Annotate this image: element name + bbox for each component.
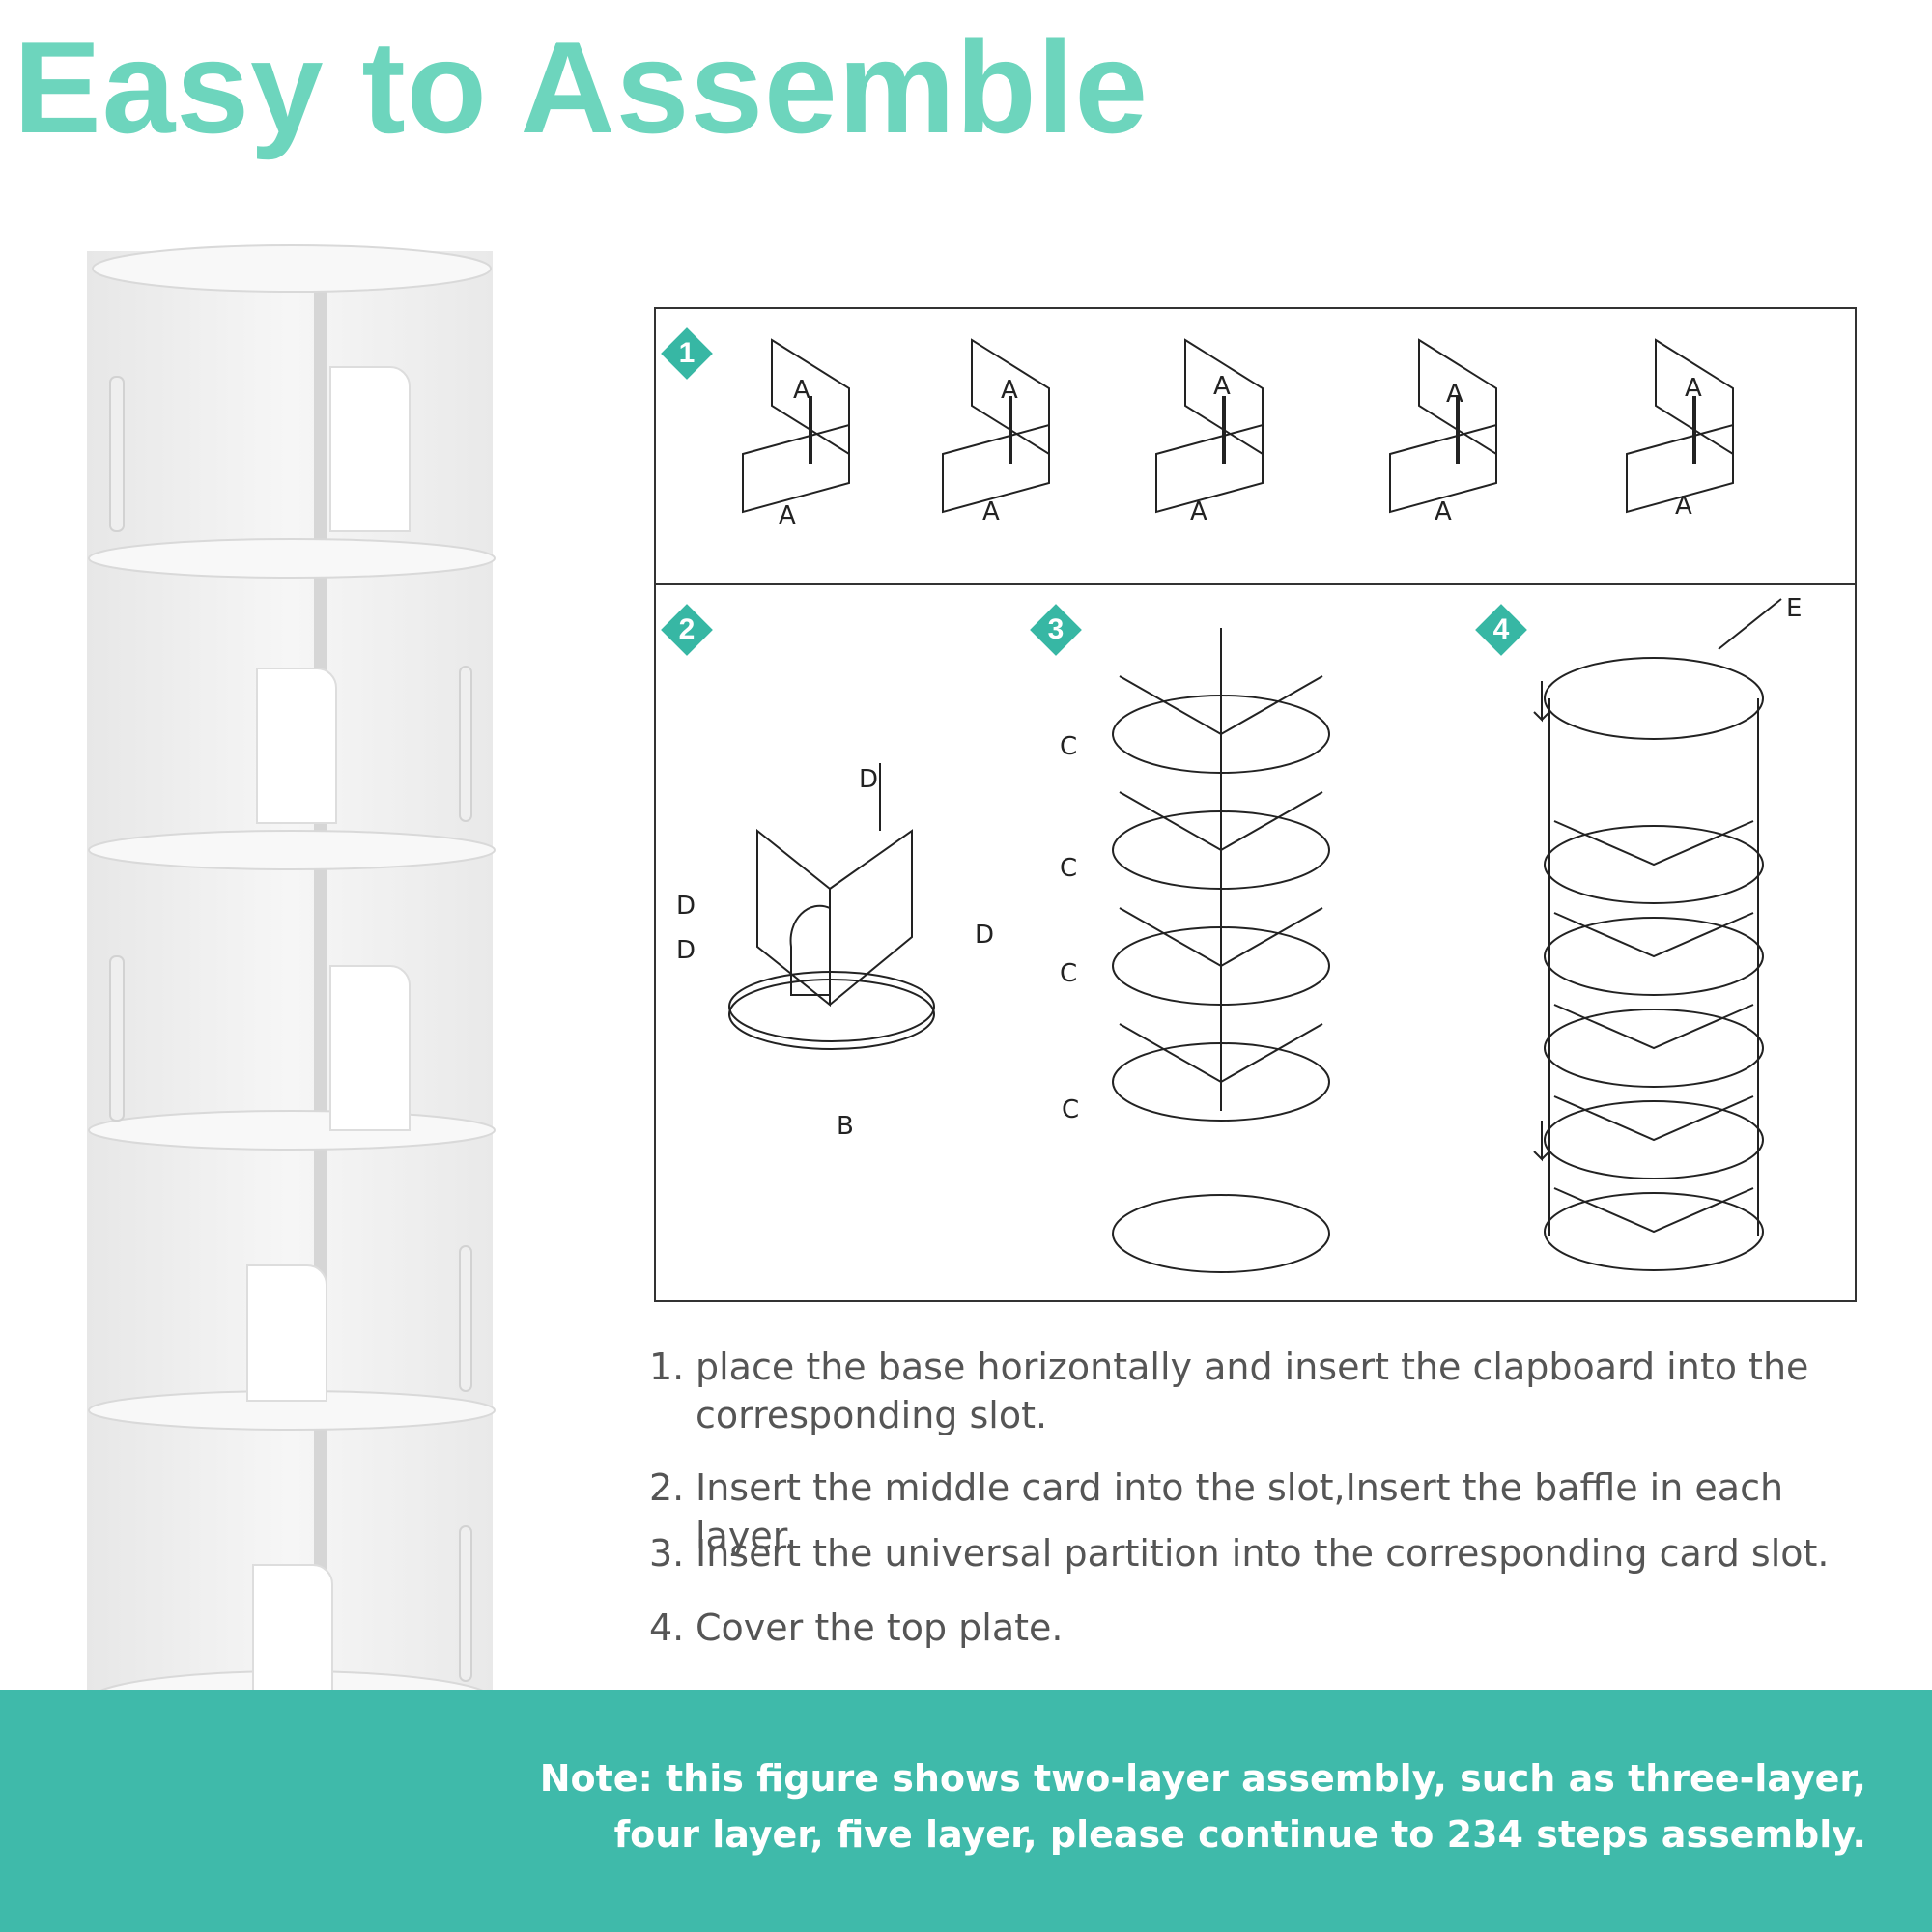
part-label-a: A	[1685, 374, 1702, 403]
instruction-step: 3. Insert the universal partition into t…	[649, 1529, 1895, 1577]
part-label-a: A	[1213, 372, 1231, 401]
part-label-a: A	[1001, 376, 1018, 405]
instruction-text: Cover the top plate.	[696, 1606, 1064, 1649]
instruction-text: place the base horizontally and insert t…	[696, 1346, 1809, 1436]
instruction-number: 1.	[649, 1346, 685, 1388]
instruction-number: 2.	[649, 1466, 685, 1509]
part-label-d: D	[676, 892, 696, 921]
instruction-step: 2. Insert the middle card into the slot,…	[649, 1463, 1895, 1560]
part-label-a: A	[779, 501, 796, 530]
instruction-text: Insert the middle card into the slot,Ins…	[696, 1466, 1784, 1557]
assembly-diagram: 1 2 3 4 A A A A A A A A A A D D D D B C …	[654, 307, 1857, 1302]
part-label-a: A	[1446, 380, 1463, 409]
part-label-c: C	[1060, 732, 1078, 761]
bookshelf-illustration	[87, 244, 496, 1730]
instruction-number: 3.	[649, 1532, 685, 1575]
step-3-number: 3	[1047, 613, 1065, 645]
part-label-d: D	[676, 936, 696, 965]
part-label-a: A	[982, 497, 1000, 526]
part-label-a: A	[1435, 497, 1452, 526]
part-label-e: E	[1786, 594, 1803, 623]
step-2-number: 2	[678, 613, 696, 645]
step-1-number: 1	[678, 337, 696, 369]
part-label-a: A	[1675, 492, 1692, 521]
instruction-text: Insert the universal partition into the …	[696, 1532, 1830, 1575]
part-label-a: A	[793, 376, 810, 405]
part-label-c: C	[1062, 1095, 1080, 1124]
part-label-c: C	[1060, 854, 1078, 883]
instruction-step: 4. Cover the top plate.	[649, 1604, 1895, 1652]
note-text: Note: this figure shows two-layer assemb…	[539, 1757, 1866, 1856]
instruction-number: 4.	[649, 1606, 685, 1649]
part-label-c: C	[1060, 959, 1078, 988]
step-4-number: 4	[1492, 613, 1510, 645]
part-label-b: B	[837, 1112, 854, 1141]
instruction-step: 1. place the base horizontally and inser…	[649, 1343, 1895, 1439]
part-label-a: A	[1190, 497, 1208, 526]
note-banner: Note: this figure shows two-layer assemb…	[0, 1690, 1932, 1932]
part-label-d: D	[859, 765, 879, 794]
part-label-d: D	[975, 921, 995, 950]
page-title: Easy to Assemble	[14, 14, 1150, 160]
